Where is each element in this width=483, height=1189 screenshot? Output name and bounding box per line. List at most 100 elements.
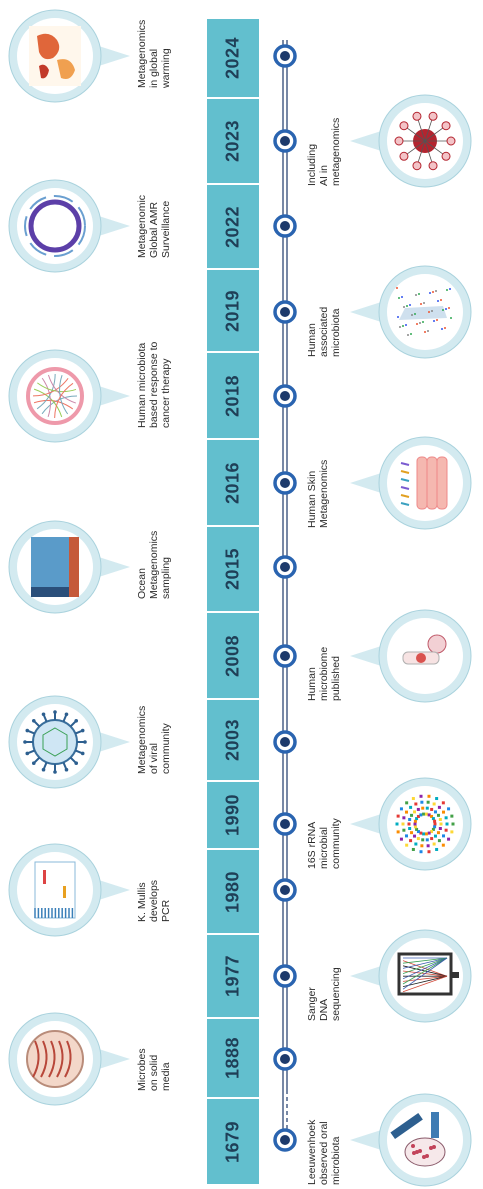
caption-line: Metagenomics bbox=[318, 460, 330, 528]
caption-line: AI in bbox=[318, 118, 330, 186]
year-label-box: 2023 bbox=[207, 99, 259, 183]
timeline-node-core bbox=[280, 51, 290, 61]
brain-icon bbox=[428, 635, 446, 653]
caption-line: microbiota bbox=[330, 1120, 342, 1185]
caption-line: Metagenomics bbox=[136, 706, 148, 774]
caption-line: community bbox=[330, 818, 342, 869]
timeline-node-core bbox=[280, 971, 290, 981]
timeline-node-core bbox=[280, 307, 290, 317]
event-2023 bbox=[275, 95, 471, 187]
year-label-box: 1888 bbox=[207, 1019, 259, 1097]
event-1977 bbox=[275, 930, 471, 1022]
caption-line: observed oral bbox=[318, 1120, 330, 1185]
timeline-node-core bbox=[280, 1135, 290, 1145]
caption-line: of viral bbox=[148, 706, 160, 774]
year-label-box: 2018 bbox=[207, 353, 259, 438]
event-caption: Human SkinMetagenomics bbox=[306, 460, 330, 528]
year-label-box: 2015 bbox=[207, 527, 259, 611]
bubble-inner bbox=[17, 188, 93, 264]
caption-line: Leeuwenhoek bbox=[306, 1120, 318, 1185]
caption-line: in global bbox=[148, 20, 160, 88]
year-label-box: 2003 bbox=[207, 700, 259, 780]
caption-line: Human microbiota bbox=[136, 342, 148, 428]
year-label: 2024 bbox=[223, 37, 244, 79]
caption-line: media bbox=[160, 1048, 172, 1091]
year-label: 2019 bbox=[223, 289, 244, 331]
event-1990 bbox=[275, 778, 471, 870]
event-1679 bbox=[275, 1094, 471, 1186]
year-label-box: 1977 bbox=[207, 935, 259, 1017]
year-label-box: 2016 bbox=[207, 440, 259, 525]
skin-cell-icon bbox=[437, 457, 447, 509]
year-label: 1990 bbox=[223, 794, 244, 836]
caption-line: K. Mullis bbox=[136, 880, 148, 922]
year-label: 2018 bbox=[223, 374, 244, 416]
caption-line: warming bbox=[160, 20, 172, 88]
caption-line: Microbes bbox=[136, 1048, 148, 1091]
timeline-node-core bbox=[280, 1054, 290, 1064]
caption-line: Metagenomics bbox=[148, 531, 160, 599]
caption-line: community bbox=[160, 706, 172, 774]
caption-line: cancer therapy bbox=[160, 342, 172, 428]
year-label-box: 1990 bbox=[207, 782, 259, 848]
caption-line: on solid bbox=[148, 1048, 160, 1091]
year-label: 2022 bbox=[223, 205, 244, 247]
caption-line: microbiome bbox=[318, 647, 330, 701]
body-silhouette-icon bbox=[399, 306, 447, 320]
timeline-node-core bbox=[280, 562, 290, 572]
skin-cell-icon bbox=[427, 457, 437, 509]
timeline-node-core bbox=[280, 221, 290, 231]
caption-line: Human bbox=[306, 647, 318, 701]
year-label-box: 2008 bbox=[207, 613, 259, 698]
caption-line: Human bbox=[306, 307, 318, 357]
event-2016 bbox=[275, 437, 471, 529]
caption-line: Human Skin bbox=[306, 460, 318, 528]
caption-line: associated bbox=[318, 307, 330, 357]
caption-line: Surveillance bbox=[160, 195, 172, 258]
caption-line: microbiota bbox=[330, 307, 342, 357]
caption-line: Metagenomics bbox=[136, 20, 148, 88]
year-label: 2008 bbox=[223, 634, 244, 676]
skin-cell-icon bbox=[417, 457, 427, 509]
sample-dish-icon bbox=[405, 1138, 445, 1166]
timeline-node-core bbox=[280, 651, 290, 661]
year-label: 1977 bbox=[223, 955, 244, 997]
caption-line: 16S rRNA bbox=[306, 818, 318, 869]
caption-line: microbial bbox=[318, 818, 330, 869]
timeline-node-core bbox=[280, 737, 290, 747]
year-label-box: 2019 bbox=[207, 270, 259, 351]
caption-line: Global AMR bbox=[148, 195, 160, 258]
event-caption: Leeuwenhoekobserved oralmicrobiota bbox=[306, 1120, 342, 1185]
year-label-box: 2024 bbox=[207, 19, 259, 97]
year-label: 1980 bbox=[223, 870, 244, 912]
year-label-box: 2022 bbox=[207, 185, 259, 268]
caption-line: metagenomics bbox=[330, 118, 342, 186]
caption-line: develops bbox=[148, 880, 160, 922]
timeline-node-core bbox=[280, 819, 290, 829]
event-2008 bbox=[275, 610, 471, 702]
caption-line: sampling bbox=[160, 531, 172, 599]
caption-line: PCR bbox=[160, 880, 172, 922]
year-label-box: 1980 bbox=[207, 850, 259, 933]
caption-line: based response to bbox=[148, 342, 160, 428]
year-label: 2023 bbox=[223, 120, 244, 162]
year-label: 2003 bbox=[223, 719, 244, 761]
event-caption: K. MullisdevelopsPCR bbox=[136, 880, 172, 922]
virus-icon bbox=[33, 720, 77, 764]
caption-line: DNA bbox=[318, 967, 330, 1021]
year-label-box: 1679 bbox=[207, 1099, 259, 1184]
caption-line: Sanger bbox=[306, 967, 318, 1021]
caption-line: sequencing bbox=[330, 967, 342, 1021]
caption-line: Metagenomic bbox=[136, 195, 148, 258]
